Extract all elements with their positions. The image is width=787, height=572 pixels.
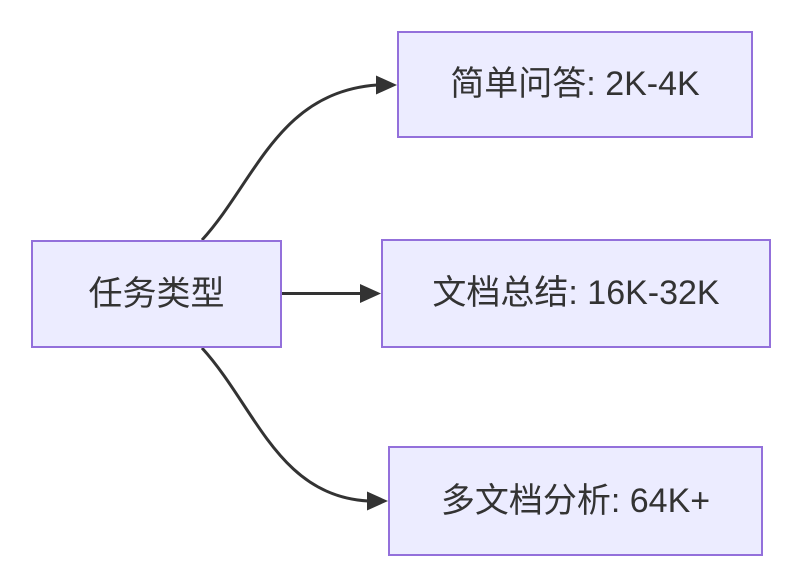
edge-root-to-multidoc-analysis (200, 346, 369, 503)
node-simple-qa: 简单问答: 2K-4K (397, 31, 753, 138)
node-simple-qa-label: 简单问答: 2K-4K (450, 65, 700, 104)
node-doc-summary: 文档总结: 16K-32K (381, 239, 771, 348)
node-doc-summary-label: 文档总结: 16K-32K (432, 274, 720, 313)
arrowhead-doc-summary (360, 284, 381, 303)
arrowhead-simple-qa (376, 75, 397, 95)
arrowhead-multidoc-analysis (367, 491, 388, 511)
node-multidoc-analysis: 多文档分析: 64K+ (388, 446, 763, 556)
node-task-type: 任务类型 (31, 240, 282, 348)
node-task-type-label: 任务类型 (88, 274, 225, 313)
node-multidoc-analysis-label: 多文档分析: 64K+ (440, 481, 711, 520)
edge-root-to-simple-qa (200, 83, 378, 242)
